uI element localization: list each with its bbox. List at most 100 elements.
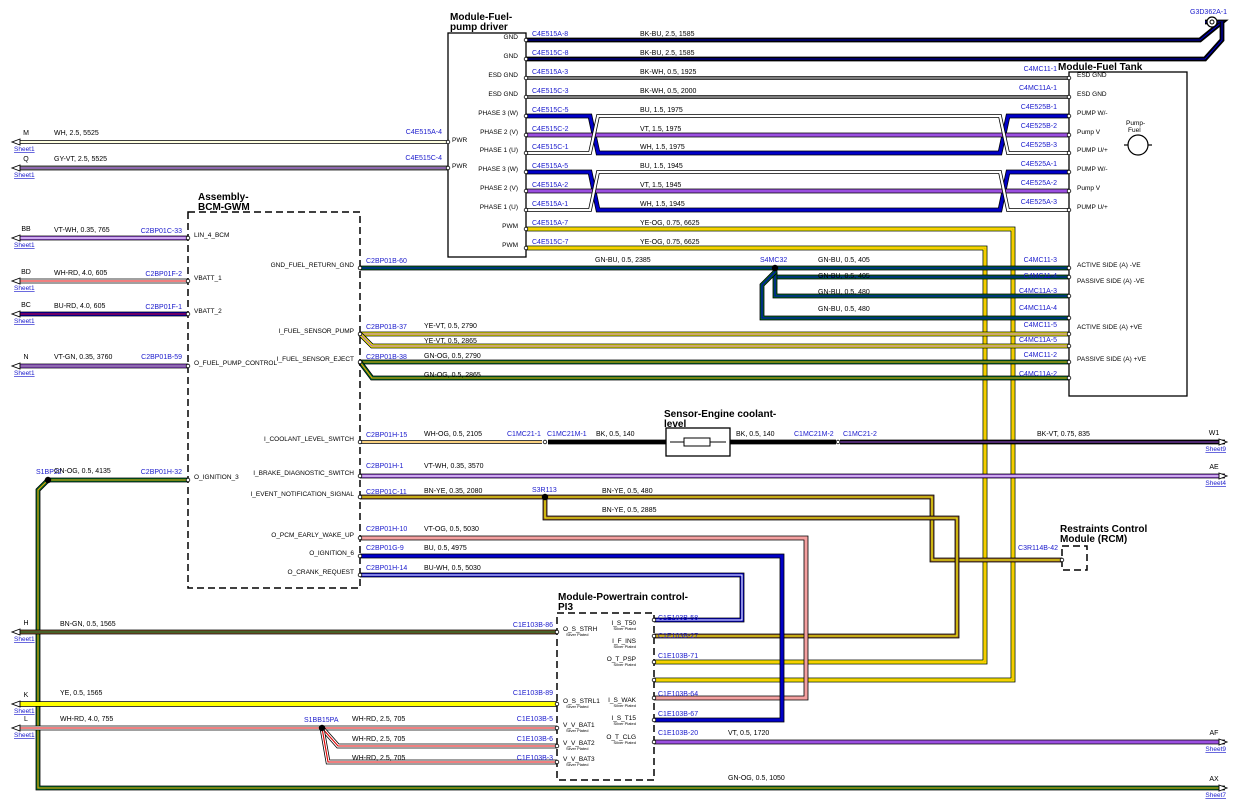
connector-label: C4MC11-5 bbox=[1024, 322, 1057, 329]
pin-terminal bbox=[185, 363, 191, 369]
connector-label: C2BP01H-14 bbox=[366, 565, 407, 572]
pin-terminal bbox=[1066, 132, 1072, 138]
fuel-pump-driver-box bbox=[447, 32, 527, 258]
offpage-arrow-left bbox=[10, 277, 21, 285]
offpage-sheet-left: Sheet1 bbox=[14, 146, 35, 153]
pump-driver-pin: PHASE 1 (U) bbox=[480, 204, 518, 211]
wire-spec: BN-YE, 0.5, 480 bbox=[602, 488, 653, 495]
pcm-title: Module-Powertrain control- bbox=[558, 592, 688, 603]
connector-label: C1E103B-71 bbox=[658, 653, 698, 660]
ground-symbol bbox=[1206, 16, 1218, 28]
wire-spec: VT-WH, 0.35, 765 bbox=[54, 227, 110, 234]
wire-spec: BK-BU, 2.5, 1585 bbox=[640, 31, 695, 38]
fuel-tank-title: Module-Fuel Tank bbox=[1058, 62, 1143, 73]
fuel-tank-pin: PUMP U/+ bbox=[1077, 204, 1108, 211]
pin-terminal bbox=[357, 439, 363, 445]
connector-label: C4MC11-1 bbox=[1024, 66, 1057, 73]
bcm-left-pin: LIN_4_BCM bbox=[194, 232, 229, 239]
pcm-plating: Silver Plated bbox=[614, 626, 636, 631]
bcm-right-pin: GND_FUEL_RETURN_GND bbox=[271, 262, 355, 269]
bcm-left-pin: O_IGNITION_3 bbox=[194, 474, 239, 481]
offpage-ref-right: AF bbox=[1210, 730, 1219, 737]
bcm-left-pin: O_FUEL_PUMP_CONTROL bbox=[194, 360, 277, 367]
connector-label: C4E515A-5 bbox=[532, 163, 568, 170]
offpage-ref-left: BB bbox=[21, 226, 31, 233]
wire-sensor-pump-2-stripe bbox=[359, 333, 1069, 347]
wire-phase-2-wh bbox=[526, 170, 1069, 212]
wire-spec: BU, 1.5, 1975 bbox=[640, 107, 683, 114]
pump-driver-pin: PWM bbox=[502, 242, 518, 249]
offpage-ref-left: M bbox=[23, 130, 29, 137]
pcm-right-pin: I_S_WAK bbox=[608, 697, 637, 704]
connector-label: C1E103B-64 bbox=[658, 691, 698, 698]
connector-label: C4E515A-7 bbox=[532, 220, 568, 227]
offpage-sheet-left: Sheet1 bbox=[14, 172, 35, 179]
pin-terminal bbox=[1066, 207, 1072, 213]
connector-label: C2BP01B-38 bbox=[366, 354, 407, 361]
pin-terminal bbox=[651, 677, 657, 683]
pin-terminal bbox=[651, 739, 657, 745]
fuel-tank-pin: ESD GND bbox=[1077, 72, 1107, 79]
pump-driver-pin: PHASE 3 (W) bbox=[478, 110, 518, 117]
connector-label: C1E103B-3 bbox=[517, 755, 553, 762]
offpage-sheet-left: Sheet1 bbox=[14, 732, 35, 739]
wire-spec: GN-BU, 0.5, 480 bbox=[818, 306, 870, 313]
wire-spec: WH, 2.5, 5525 bbox=[54, 130, 99, 137]
connector-label: C4E515C-4 bbox=[405, 155, 442, 162]
splice-s1bp22 bbox=[44, 476, 52, 484]
wire-spec: BK, 0.5, 140 bbox=[596, 431, 635, 438]
pin-terminal bbox=[1059, 557, 1065, 563]
pin-terminal bbox=[1066, 375, 1072, 381]
pin-terminal bbox=[523, 75, 529, 81]
fuel-pump-driver-title: Module-Fuel- bbox=[450, 12, 512, 23]
pin-terminal bbox=[523, 150, 529, 156]
offpage-sheet-right: Sheet9 bbox=[1205, 446, 1226, 453]
wire-spec: GN-BU, 0.5, 405 bbox=[818, 273, 870, 280]
offpage-arrow-right bbox=[1218, 784, 1229, 792]
rcm-box bbox=[1061, 545, 1088, 571]
pin-terminal bbox=[185, 235, 191, 241]
offpage-arrow-right bbox=[1218, 438, 1229, 446]
pin-terminal bbox=[523, 113, 529, 119]
offpage-arrow-left bbox=[10, 234, 21, 242]
bcm-right-pin: O_CRANK_REQUEST bbox=[288, 569, 354, 576]
wire-spec: YE-OG, 0.75, 6625 bbox=[640, 220, 700, 227]
pcm-plating: Silver Plated bbox=[614, 662, 636, 667]
offpage-ref-right: AE bbox=[1209, 464, 1219, 471]
pump-driver-pin: ESD GND bbox=[488, 91, 518, 98]
offpage-ref-right: W1 bbox=[1209, 430, 1220, 437]
wire-spec: BU-WH, 0.5, 5030 bbox=[424, 565, 481, 572]
connector-label: C4MC11A-1 bbox=[1019, 85, 1057, 92]
wire-spec: GN-OG, 0.5, 2790 bbox=[424, 353, 481, 360]
wire-vbat3-stripe bbox=[321, 727, 557, 763]
pin-terminal bbox=[1066, 169, 1072, 175]
offpage-ref-left: Q bbox=[23, 156, 29, 163]
fuel-tank-box bbox=[1068, 71, 1188, 397]
offpage-arrow-left bbox=[10, 138, 21, 146]
splice-s3r113 bbox=[541, 493, 549, 501]
pcm-right-pin: O_T_PSP bbox=[607, 656, 636, 663]
connector-label: C1E103B-89 bbox=[513, 690, 553, 697]
wire-spec: GN-OG, 0.5, 4135 bbox=[54, 468, 111, 475]
connector-label: C4E515C-1 bbox=[532, 144, 569, 151]
connector-label: C4E525B-1 bbox=[1021, 104, 1057, 111]
bcm-right-pin: O_IGNITION_6 bbox=[309, 550, 354, 557]
pin-terminal bbox=[835, 439, 841, 445]
wire-gnd-return-3-stripe bbox=[774, 272, 1069, 297]
wire-spec: BU, 0.5, 4975 bbox=[424, 545, 467, 552]
pump-driver-pin: GND bbox=[504, 34, 519, 41]
pump-driver-pin: GND bbox=[504, 53, 519, 60]
wire-vbat2-stripe bbox=[321, 727, 557, 747]
pin-terminal bbox=[1066, 359, 1072, 365]
wire-spec: GN-BU, 0.5, 2385 bbox=[595, 257, 651, 264]
bcm-left-pin: VBATT_1 bbox=[194, 275, 222, 282]
pcm-left-pin: O_S_STRL1 bbox=[563, 698, 600, 705]
offpage-ref-left: H bbox=[23, 620, 28, 627]
connector-label: C4E525B-3 bbox=[1021, 142, 1057, 149]
wire-spec: BN-YE, 0.35, 2080 bbox=[424, 488, 482, 495]
wire-pwm-2-stripe bbox=[526, 247, 986, 663]
pump-label: Fuel bbox=[1128, 127, 1141, 134]
pin-terminal bbox=[523, 94, 529, 100]
pin-terminal bbox=[523, 56, 529, 62]
offpage-sheet-left: Sheet1 bbox=[14, 708, 35, 715]
